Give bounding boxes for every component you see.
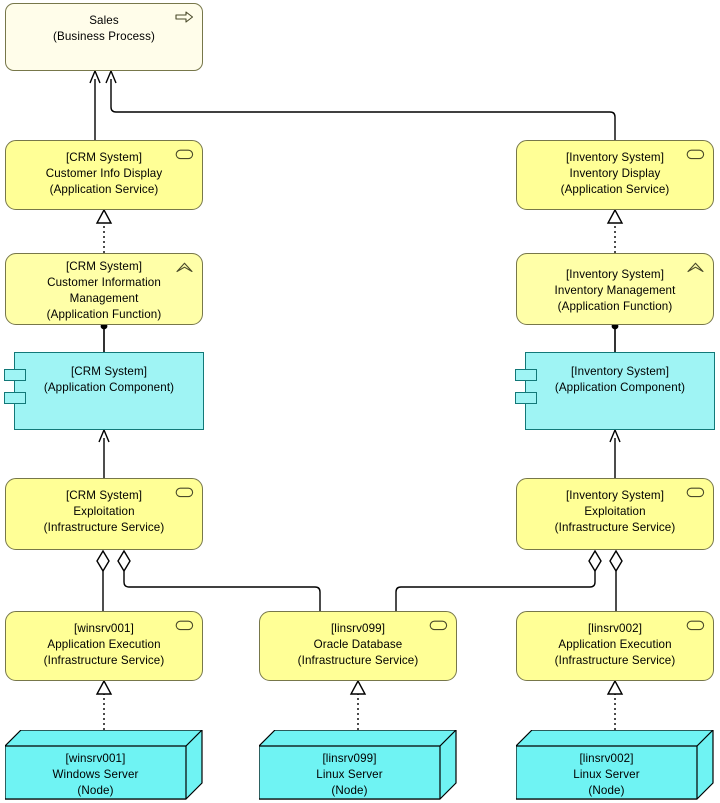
oracle-db-label-2: Oracle Database [313, 638, 403, 651]
crm-system-application-component[interactable]: [CRM System] (Application Component) [4, 352, 204, 430]
sales-label-2: (Business Process) [53, 30, 155, 43]
edge-linsrv002-exec-to-inv-exploitation [609, 549, 623, 611]
chevron-up-icon [686, 260, 705, 274]
crm-display-label-2: Customer Info Display [45, 167, 163, 180]
node-linsrv002-label-2: Linux Server [573, 768, 640, 781]
node-3d-shape-icon [516, 730, 714, 800]
edge-oracle-db-to-inv-exploitation [395, 549, 602, 611]
component-port-upper-icon [4, 369, 26, 381]
crm-display-label-1: [CRM System] [65, 151, 143, 164]
crm-component-label-1: [CRM System] [70, 365, 148, 378]
customer-information-management-application-function[interactable]: [CRM System] Customer Information Manage… [5, 253, 203, 325]
linsrv002-exec-label-2: Application Execution [558, 638, 672, 651]
inv-display-label-1: [Inventory System] [565, 151, 665, 164]
edge-crm-function-to-crm-display [95, 208, 113, 253]
edge-oracle-db-to-crm-exploitation [117, 549, 321, 611]
oval-icon [686, 618, 705, 632]
oval-icon [429, 618, 448, 632]
node-linsrv099-label-1: [linsrv099] [322, 752, 377, 765]
oval-icon [686, 485, 705, 499]
winsrv001-windows-server-node[interactable]: [winsrv001] Windows Server (Node) [5, 730, 203, 800]
inv-display-label-2: Inventory Display [569, 167, 661, 180]
crm-display-label-3: (Application Service) [49, 183, 159, 196]
component-port-upper-icon [515, 369, 537, 381]
crm-exploitation-label-3: (Infrastructure Service) [43, 521, 165, 534]
winsrv-exec-label-2: Application Execution [47, 638, 161, 651]
crm-function-label-4: (Application Function) [46, 308, 162, 321]
sales-label-1: Sales [89, 14, 119, 27]
inv-display-label-3: (Application Service) [560, 183, 670, 196]
node-3d-shape-icon [5, 730, 203, 800]
linsrv002-application-execution-infrastructure-service[interactable]: [linsrv002] Application Execution (Infra… [516, 611, 714, 681]
linsrv002-linux-server-node[interactable]: [linsrv002] Linux Server (Node) [516, 730, 714, 800]
crm-function-label-1: [CRM System] [65, 260, 143, 273]
crm-function-label-3: Management [69, 292, 139, 305]
crm-function-label-2: Customer Information [47, 276, 161, 289]
edge-winsrv-exec-to-crm-exploitation [96, 549, 110, 611]
linsrv099-linux-server-node[interactable]: [linsrv099] Linux Server (Node) [259, 730, 457, 800]
oval-icon [175, 618, 194, 632]
node-linsrv099-label-3: (Node) [331, 784, 368, 797]
node-winsrv001-label-2: Windows Server [52, 768, 139, 781]
edge-node-linsrv002-to-linsrv002-exec [606, 679, 624, 730]
node-3d-shape-icon [259, 730, 457, 800]
edge-inv-display-to-sales [105, 70, 616, 140]
linsrv002-exec-label-1: [linsrv002] [587, 622, 643, 635]
edge-node-winsrv001-to-winsrv-exec [95, 679, 113, 730]
edge-inv-exploitation-to-inv-component [609, 429, 621, 478]
crm-exploitation-label-1: [CRM System] [65, 489, 143, 502]
edge-crm-component-to-crm-function [100, 322, 108, 352]
oracle-db-label-3: (Infrastructure Service) [297, 654, 419, 667]
arrow-right-icon [175, 10, 194, 24]
oracle-db-label-1: [linsrv099] [330, 622, 386, 635]
oval-icon [175, 147, 194, 161]
node-linsrv099-label-2: Linux Server [316, 768, 383, 781]
node-linsrv002-label-3: (Node) [588, 784, 625, 797]
inv-component-label-1: [Inventory System] [570, 365, 670, 378]
inv-exploitation-label-3: (Infrastructure Service) [554, 521, 676, 534]
inv-function-label-3: (Application Function) [557, 300, 673, 313]
crm-exploitation-label-2: Exploitation [73, 505, 135, 518]
inv-exploitation-label-2: Exploitation [584, 505, 646, 518]
edge-inv-function-to-inv-display [606, 208, 624, 253]
crm-customer-info-display-application-service[interactable]: [CRM System] Customer Info Display (Appl… [5, 140, 203, 210]
crm-component-label-2: (Application Component) [43, 381, 175, 394]
crm-exploitation-infrastructure-service[interactable]: [CRM System] Exploitation (Infrastructur… [5, 478, 203, 550]
component-port-lower-icon [515, 392, 537, 404]
linsrv002-exec-label-3: (Infrastructure Service) [554, 654, 676, 667]
inv-exploitation-label-1: [Inventory System] [565, 489, 665, 502]
node-linsrv002-label-1: [linsrv002] [579, 752, 634, 765]
component-port-lower-icon [4, 392, 26, 404]
inv-function-label-1: [Inventory System] [565, 268, 665, 281]
inv-function-label-2: Inventory Management [554, 284, 676, 297]
inventory-management-application-function[interactable]: [Inventory System] Inventory Management … [516, 253, 714, 325]
inventory-system-application-component[interactable]: [Inventory System] (Application Componen… [515, 352, 715, 430]
node-winsrv001-label-3: (Node) [77, 784, 114, 797]
sales-business-process[interactable]: Sales (Business Process) [5, 3, 203, 71]
edge-crm-display-to-sales [89, 70, 101, 140]
winsrv001-application-execution-infrastructure-service[interactable]: [winsrv001] Application Execution (Infra… [5, 611, 203, 681]
edge-crm-exploitation-to-crm-component [98, 429, 110, 478]
inventory-exploitation-infrastructure-service[interactable]: [Inventory System] Exploitation (Infrast… [516, 478, 714, 550]
node-winsrv001-label-1: [winsrv001] [65, 752, 126, 765]
linsrv099-oracle-database-infrastructure-service[interactable]: [linsrv099] Oracle Database (Infrastruct… [259, 611, 457, 681]
winsrv-exec-label-3: (Infrastructure Service) [43, 654, 165, 667]
inventory-display-application-service[interactable]: [Inventory System] Inventory Display (Ap… [516, 140, 714, 210]
inv-component-label-2: (Application Component) [554, 381, 686, 394]
edge-node-linsrv099-to-oracle-db [349, 679, 367, 730]
chevron-up-icon [175, 260, 194, 274]
oval-icon [175, 485, 194, 499]
winsrv-exec-label-1: [winsrv001] [74, 622, 134, 635]
edge-inv-component-to-inv-function [611, 322, 619, 352]
oval-icon [686, 147, 705, 161]
